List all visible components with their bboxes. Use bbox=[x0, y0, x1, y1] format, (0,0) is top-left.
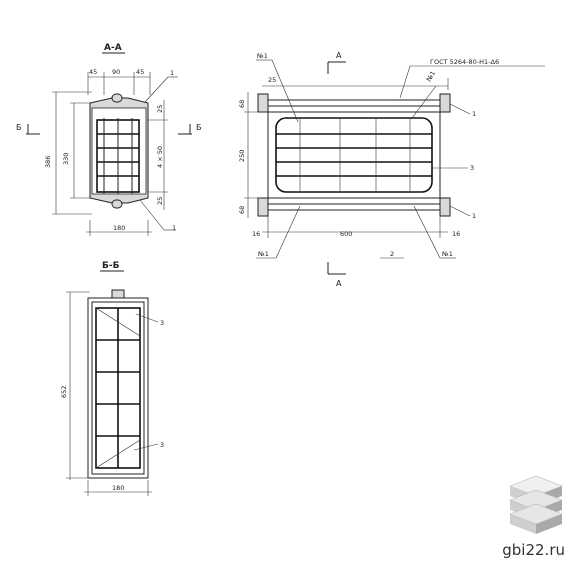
bb-dim-height: 652 bbox=[60, 386, 68, 398]
aa-label-b-left: Б bbox=[16, 123, 22, 132]
bb-dim-width: 180 bbox=[112, 484, 124, 492]
main-callout-3: 3 bbox=[470, 164, 474, 172]
brand-logo-icon bbox=[509, 475, 563, 534]
main-lug-bottom-left bbox=[257, 197, 269, 217]
aa-dim-bottom: 180 bbox=[113, 224, 125, 232]
section-aa: А-А 45 90 45 1 386 bbox=[16, 43, 202, 236]
main-dim-left-3: 68 bbox=[238, 206, 246, 214]
brand-text[interactable]: gbi22.ru bbox=[502, 541, 565, 559]
main-callout-1-top: 1 bbox=[472, 110, 476, 118]
main-cage bbox=[275, 117, 433, 193]
aa-dim-right-1: 25 bbox=[156, 105, 164, 113]
aa-dim-right-2: 4 × 50 bbox=[156, 146, 164, 168]
aa-callout-bottom-leader bbox=[139, 199, 165, 231]
aa-dim-left-inner: 330 bbox=[62, 153, 70, 165]
main-body bbox=[267, 111, 441, 199]
main-dim-bottom-left: 16 bbox=[252, 230, 260, 238]
aa-body-core bbox=[91, 107, 147, 195]
bb-callout-3-top: 3 bbox=[160, 319, 164, 327]
aa-dim-top-2: 90 bbox=[112, 68, 120, 76]
main-cut-label-top: А bbox=[336, 51, 342, 60]
bb-lug-top bbox=[111, 289, 125, 299]
section-aa-title: А-А bbox=[104, 43, 122, 53]
aa-lug-top bbox=[111, 93, 123, 103]
main-callout-1-bottom: 1 bbox=[472, 212, 476, 220]
section-bb-title: Б-Б bbox=[102, 261, 120, 271]
main-weld-n1-top-left: №1 bbox=[256, 52, 268, 60]
aa-dim-right-3: 25 bbox=[156, 197, 164, 205]
main-dim-left-1: 68 bbox=[238, 100, 246, 108]
main-dim-left-2: 250 bbox=[238, 150, 246, 162]
aa-dim-top-3: 45 bbox=[136, 68, 144, 76]
aa-dim-left-outer: 386 bbox=[44, 156, 52, 168]
aa-dim-top-1: 45 bbox=[89, 68, 97, 76]
main-cut-label-bottom: А bbox=[336, 279, 342, 288]
aa-callout-top: 1 bbox=[170, 69, 174, 77]
main-view: А ГОСТ 5264-80-Н1-Δ6 №1 №1 25 bbox=[238, 51, 545, 288]
main-weld-n1-top-right: №1 bbox=[424, 70, 437, 84]
main-dim-bottom-length: 600 bbox=[340, 230, 352, 238]
aa-lug-bottom bbox=[111, 199, 123, 209]
section-bb: Б-Б 652 3 3 180 bbox=[60, 261, 164, 496]
main-dim-bottom-right: 16 bbox=[452, 230, 460, 238]
main-weld-n1-bottom-right: №1 bbox=[441, 250, 453, 258]
main-dim-top-offset: 25 bbox=[268, 76, 276, 84]
bb-body-inner bbox=[91, 301, 145, 475]
main-gost-label: ГОСТ 5264-80-Н1-Δ6 bbox=[430, 58, 499, 66]
main-lug-top-left bbox=[257, 93, 269, 113]
main-lug-top-right bbox=[439, 93, 451, 113]
bb-callout-3-bottom: 3 bbox=[160, 441, 164, 449]
main-callout-2: 2 bbox=[390, 250, 394, 258]
main-weld-n1-bottom-left: №1 bbox=[257, 250, 269, 258]
aa-callout-bottom: 1 bbox=[172, 224, 176, 232]
bb-body bbox=[87, 297, 149, 479]
main-lug-bottom-right bbox=[439, 197, 451, 217]
aa-label-b-right: Б bbox=[196, 123, 202, 132]
aa-callout-top-leader bbox=[144, 76, 169, 103]
